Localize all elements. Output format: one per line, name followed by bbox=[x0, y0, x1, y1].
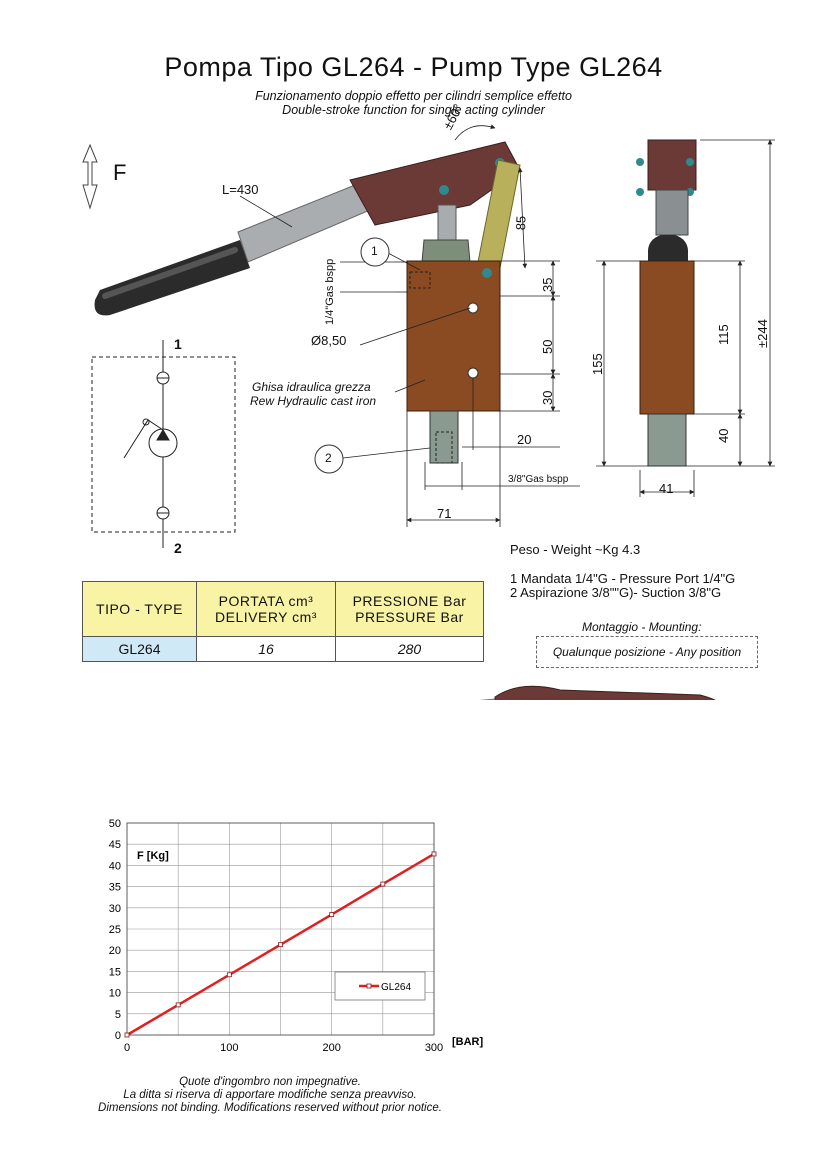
x-tick-label: 0 bbox=[124, 1042, 130, 1054]
cell-type: GL264 bbox=[82, 636, 197, 662]
dim-41: 41 bbox=[659, 481, 674, 496]
weight-label: Peso - Weight ~Kg 4.3 bbox=[510, 542, 641, 557]
data-point bbox=[278, 942, 283, 948]
y-tick-label: 35 bbox=[109, 882, 121, 894]
note-line-1: Quote d'ingombro non impegnative. bbox=[179, 1076, 361, 1088]
piston-rod bbox=[437, 204, 457, 241]
data-point bbox=[226, 972, 232, 978]
lever-handle bbox=[94, 141, 521, 316]
x-tick-label: 300 bbox=[425, 1042, 443, 1054]
hole-diameter-label: Ø8,50 bbox=[311, 333, 347, 348]
subtitle-english: Double-stroke function for single acting… bbox=[282, 103, 545, 117]
footer-notes: Quote d'ingombro non impegnative. La dit… bbox=[0, 1076, 540, 1115]
suction-fitting bbox=[429, 410, 459, 464]
hydraulic-schematic bbox=[91, 340, 236, 548]
note-line-2: La ditta si riserva di apportare modific… bbox=[123, 1089, 417, 1101]
y-tick-label: 5 bbox=[115, 1009, 121, 1021]
note-line-3: Dimensions not binding. Modifications re… bbox=[98, 1102, 442, 1114]
dim-35: 35 bbox=[540, 277, 555, 292]
mounting-value: Qualunque posizione - Any position bbox=[552, 645, 742, 659]
callout-1 bbox=[360, 237, 390, 267]
dim-20: 20 bbox=[517, 432, 532, 447]
schematic-port-1: 1 bbox=[174, 336, 182, 352]
data-point bbox=[175, 1002, 181, 1008]
y-tick-label: 30 bbox=[109, 903, 121, 915]
port1-thread-label: 1/4"Gas bspp bbox=[324, 258, 336, 325]
force-arrow-icon bbox=[82, 143, 98, 210]
dim-244: ±244 bbox=[755, 319, 770, 348]
side-view bbox=[636, 139, 697, 467]
schematic-port-2: 2 bbox=[174, 540, 182, 556]
mounting-label: Montaggio - Mounting: bbox=[582, 620, 702, 634]
cell-delivery: 16 bbox=[196, 636, 336, 662]
subtitle-italian: Funzionamento doppio effetto per cilindr… bbox=[255, 89, 572, 103]
dim-115: 115 bbox=[716, 324, 731, 345]
lever-length-label: L=430 bbox=[222, 182, 259, 197]
y-tick-label: 40 bbox=[109, 860, 121, 872]
callout-1-label: 1 bbox=[371, 244, 378, 258]
gland-nut bbox=[421, 239, 471, 263]
legend-box bbox=[334, 971, 426, 1001]
port2-thread-label: 3/8"Gas bspp bbox=[508, 474, 569, 485]
table-row: GL264 16 280 bbox=[82, 636, 484, 662]
dim-30: 30 bbox=[540, 390, 555, 405]
table-header-pressure: PRESSIONE Bar PRESSURE Bar bbox=[335, 581, 484, 637]
port2-spec: 2 Aspirazione 3/8""G)- Suction 3/8"G bbox=[510, 585, 722, 600]
y-axis-label: F [Kg] bbox=[137, 850, 169, 862]
data-point bbox=[431, 851, 437, 857]
material-english: Rew Hydraulic cast iron bbox=[250, 394, 377, 408]
force-label: F bbox=[113, 160, 127, 185]
port1-spec: 1 Mandata 1/4"G - Pressure Port 1/4"G bbox=[510, 571, 736, 586]
page-title: Pompa Tipo GL264 - Pump Type GL264 bbox=[164, 52, 663, 82]
pump-3d-view bbox=[479, 685, 716, 700]
dim-155: 155 bbox=[590, 353, 605, 375]
y-tick-label: 20 bbox=[109, 945, 121, 957]
x-tick-label: 200 bbox=[322, 1042, 340, 1054]
dim-50: 50 bbox=[540, 339, 555, 354]
dim-40: 40 bbox=[716, 428, 731, 443]
y-tick-label: 0 bbox=[115, 1030, 121, 1042]
plot-frame bbox=[126, 822, 435, 1036]
table-header-type: TIPO - TYPE bbox=[82, 581, 197, 637]
mounting-box: Qualunque posizione - Any position bbox=[536, 636, 758, 668]
force-pressure-chart: 0 5 10 15 20 25 30 35 40 45 50 0 100 200 300 F [Kg] [BAR… bbox=[109, 818, 484, 1054]
y-tick-label: 25 bbox=[109, 924, 121, 936]
data-point bbox=[329, 912, 335, 917]
data-point bbox=[124, 1032, 130, 1038]
callout-2 bbox=[314, 444, 344, 474]
y-tick-label: 15 bbox=[109, 966, 121, 978]
technical-drawing bbox=[82, 124, 775, 700]
dim-85: 85 bbox=[513, 215, 529, 231]
pump-body bbox=[406, 260, 501, 412]
spec-table: TIPO - TYPE PORTATA cm³ DELIVERY cm³ PRE… bbox=[82, 581, 484, 662]
legend-label: GL264 bbox=[381, 982, 411, 993]
data-point bbox=[380, 881, 386, 887]
x-tick-label: 100 bbox=[220, 1042, 238, 1054]
legend-marker bbox=[366, 983, 372, 989]
material-italian: Ghisa idraulica grezza bbox=[252, 380, 371, 394]
table-header-delivery: PORTATA cm³ DELIVERY cm³ bbox=[196, 581, 336, 637]
dim-71: 71 bbox=[437, 506, 452, 521]
callout-2-label: 2 bbox=[325, 451, 332, 465]
y-tick-label: 10 bbox=[109, 988, 121, 1000]
y-tick-label: 45 bbox=[109, 839, 121, 851]
cell-pressure: 280 bbox=[335, 636, 484, 662]
y-tick-label: 50 bbox=[109, 818, 121, 830]
x-axis-label: [BAR] bbox=[452, 1036, 483, 1048]
